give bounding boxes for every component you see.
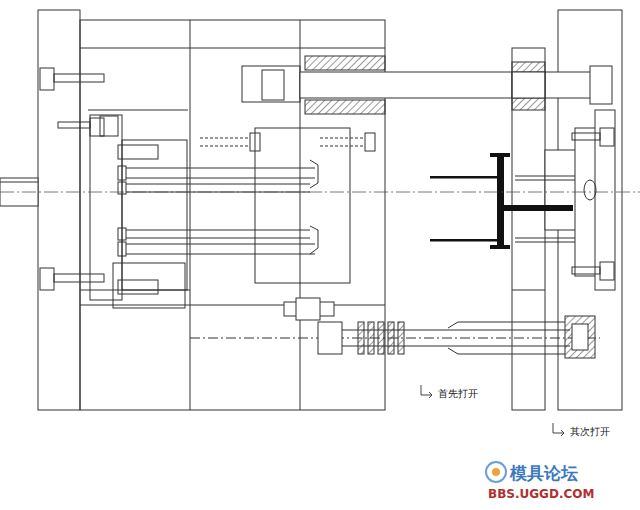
watermark-url: BBS.UGGD.COM [488,487,594,501]
opening-arrows [421,385,564,436]
opening-label: 首先打开 [438,387,478,401]
center-line [0,192,640,193]
watermark-logo [486,462,506,482]
watermark-text: 模具论坛 [510,462,578,485]
molded-part [430,153,573,249]
mold-lines [0,10,622,410]
opening-label: 其次打开 [570,425,610,439]
